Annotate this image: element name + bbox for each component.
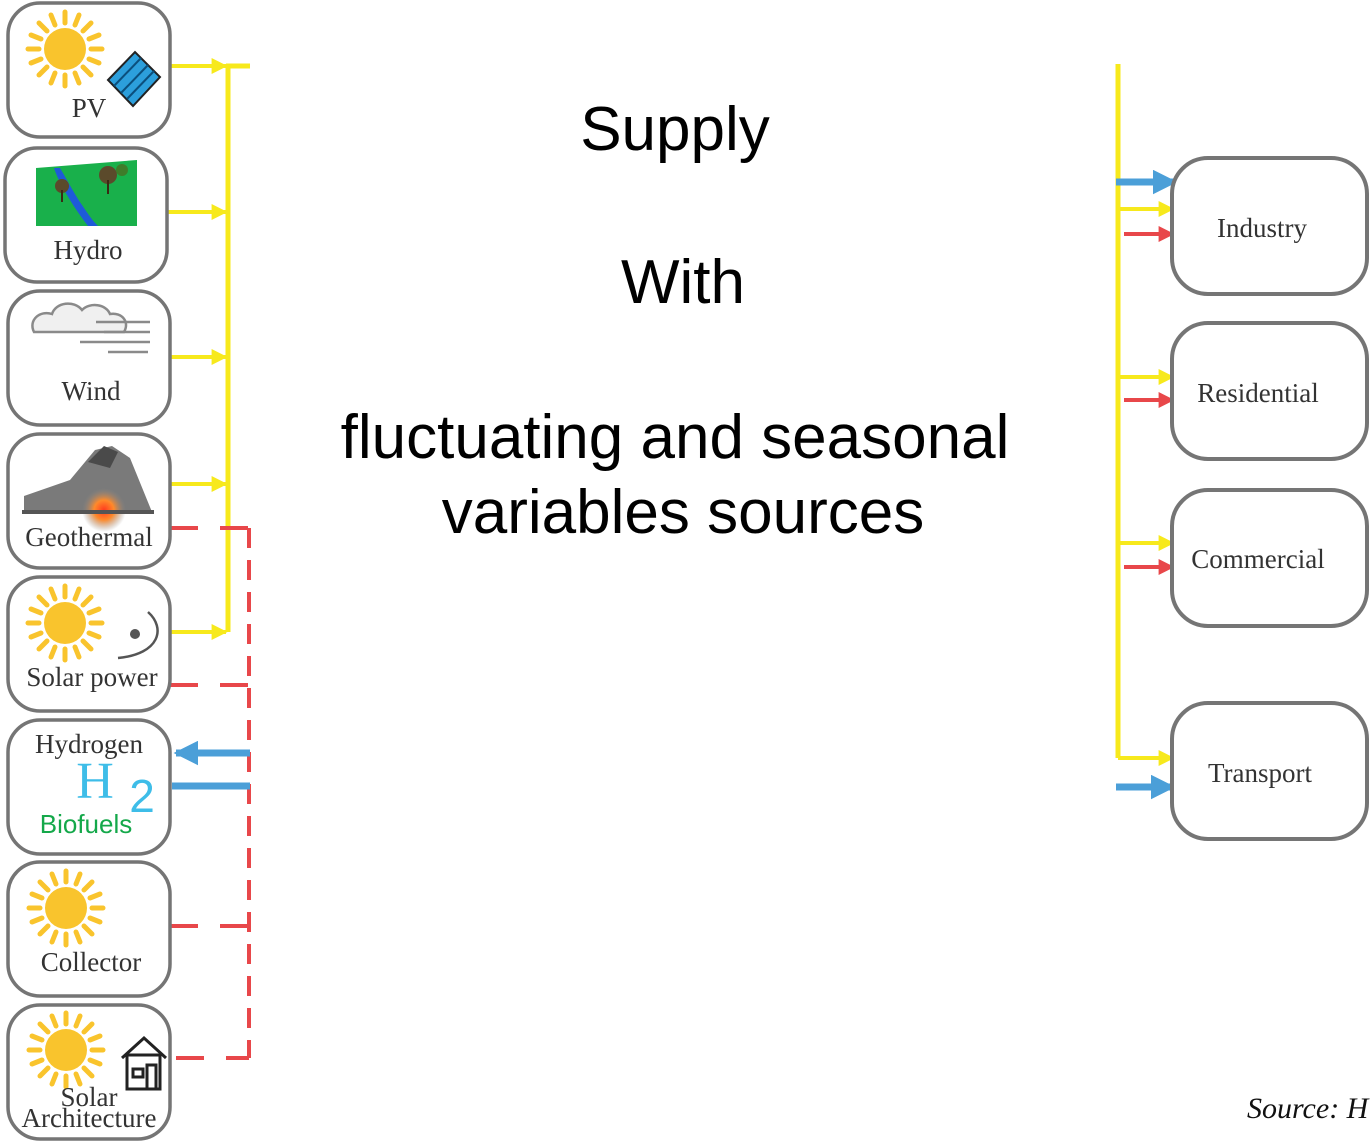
title-fluctuating: fluctuating and seasonal bbox=[341, 403, 1010, 472]
h2-letter: H bbox=[76, 753, 114, 810]
solar-dish-icon bbox=[117, 611, 159, 660]
source-label: Solar bbox=[61, 1082, 118, 1112]
source-label: Geothermal bbox=[25, 522, 152, 552]
source-hydro: Hydro bbox=[3, 146, 169, 284]
sink-label: Industry bbox=[1217, 213, 1307, 243]
source-label-secondary: Architecture bbox=[22, 1103, 157, 1133]
house-icon bbox=[120, 1035, 168, 1091]
source-label: Collector bbox=[41, 947, 141, 977]
river-landscape-icon bbox=[36, 160, 137, 226]
source-label: Hydro bbox=[54, 235, 123, 265]
sink-commercial: Commercial bbox=[1170, 488, 1369, 628]
pv-panel-icon bbox=[106, 50, 162, 108]
source-label: PV bbox=[72, 93, 107, 123]
source-pv: PV bbox=[6, 1, 172, 139]
sink-label: Commercial bbox=[1191, 544, 1324, 574]
sink-label: Residential bbox=[1197, 378, 1318, 408]
sink-label: Transport bbox=[1208, 758, 1313, 788]
h2-icon: H 2 bbox=[76, 753, 155, 822]
source-note: Source: H bbox=[1247, 1092, 1371, 1125]
source-label: Hydrogen bbox=[35, 729, 143, 759]
source-solar-architecture: Solar Architecture bbox=[6, 1003, 172, 1141]
title-supply: Supply bbox=[580, 95, 770, 164]
sun-icon bbox=[28, 12, 102, 86]
source-hydrogen-biofuels: Hydrogen H 2 Biofuels bbox=[6, 718, 172, 856]
electricity-bus-left bbox=[225, 63, 250, 632]
source-wind: Wind bbox=[6, 289, 172, 427]
source-label: Solar power bbox=[26, 662, 157, 692]
sink-residential: Residential bbox=[1170, 321, 1369, 461]
source-label: Wind bbox=[62, 376, 121, 406]
electricity-arrows-left bbox=[168, 58, 228, 640]
title-variables: variables sources bbox=[442, 478, 924, 547]
source-collector: Collector bbox=[6, 860, 172, 998]
h2-subscript: 2 bbox=[129, 770, 155, 822]
volcano-icon bbox=[22, 446, 154, 532]
source-solar-power: Solar power bbox=[6, 575, 172, 713]
source-label-secondary: Biofuels bbox=[40, 809, 133, 839]
heat-network-left bbox=[170, 526, 251, 1060]
sink-industry: Industry bbox=[1170, 156, 1369, 296]
cloud-wind-icon bbox=[31, 302, 150, 354]
sun-icon bbox=[28, 586, 102, 660]
sink-transport: Transport bbox=[1170, 701, 1369, 841]
arrows-right bbox=[1116, 169, 1178, 800]
sun-icon bbox=[29, 871, 103, 945]
sun-icon bbox=[29, 1013, 103, 1087]
hydrogen-arrows-left bbox=[172, 740, 250, 790]
title-with: With bbox=[621, 248, 745, 317]
source-geothermal: Geothermal bbox=[6, 432, 172, 570]
